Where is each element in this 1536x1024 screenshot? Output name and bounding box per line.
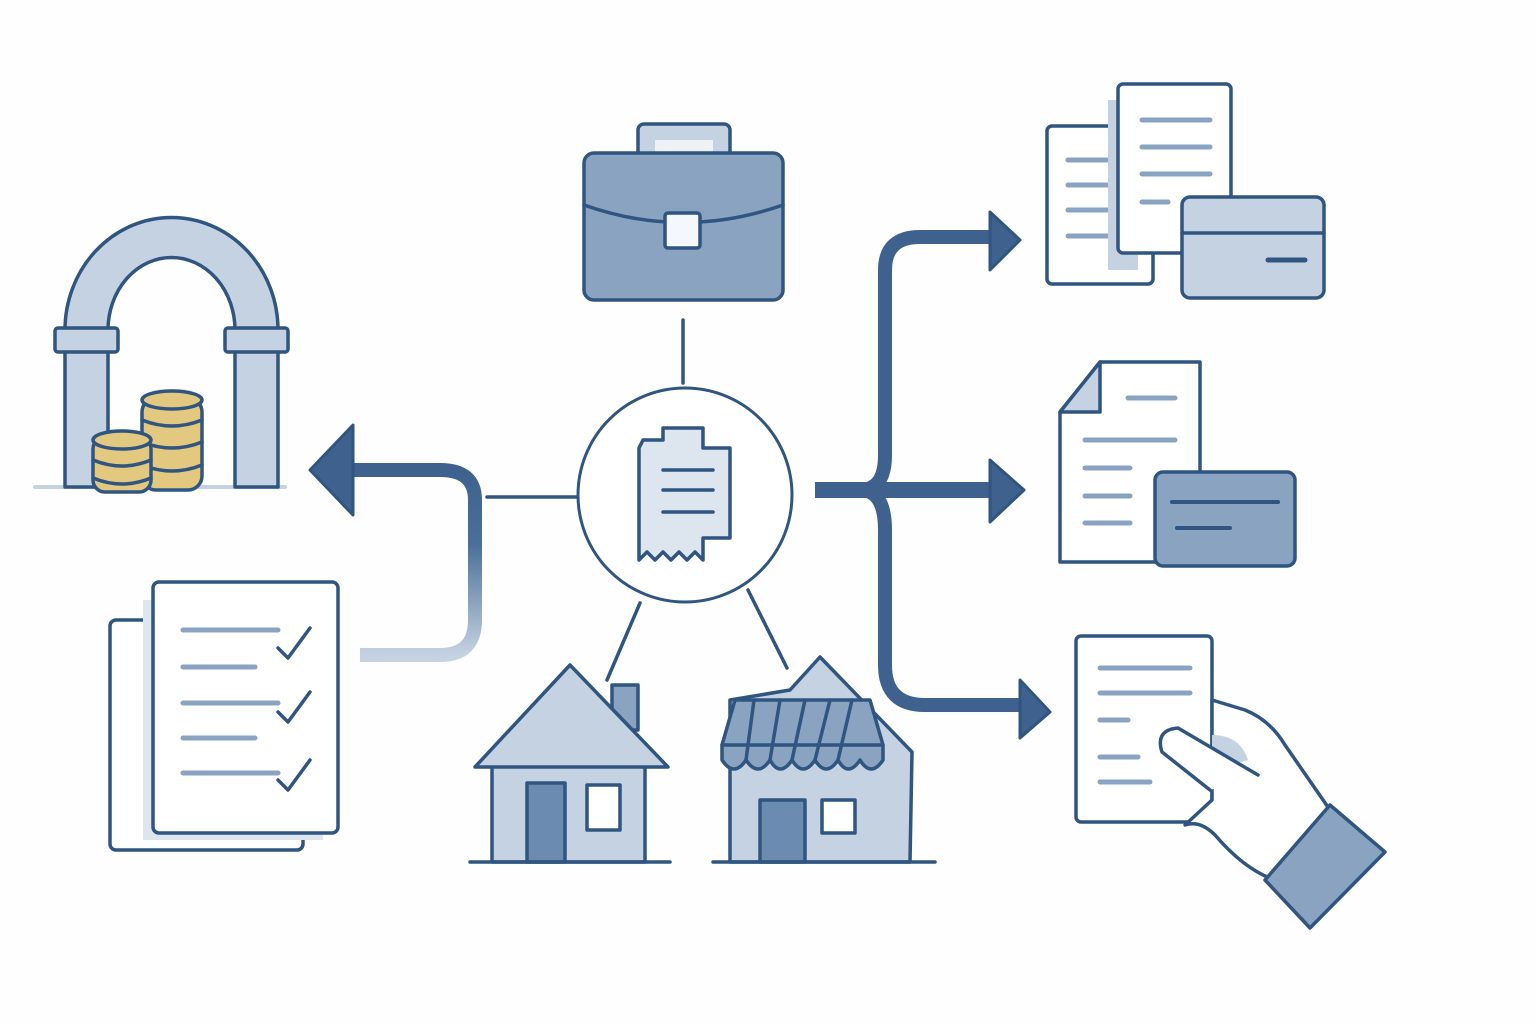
briefcase-icon [582,122,785,302]
left-arrow [308,423,482,662]
arrow-head-middle [988,458,1026,524]
arrow-head-bottom [1018,678,1052,740]
checklist-documents-icon [108,580,340,852]
documents-card-icon [1045,82,1326,300]
shop-icon [711,655,937,864]
hand-document-icon [1074,634,1387,930]
right-arrows [815,210,1052,740]
document-card-icon [1058,360,1297,568]
house-icon [468,663,672,864]
receipt-icon [576,386,794,604]
connector-lines [485,318,789,682]
arrow-head-top [988,210,1022,272]
arch-coins-icon [33,215,290,494]
